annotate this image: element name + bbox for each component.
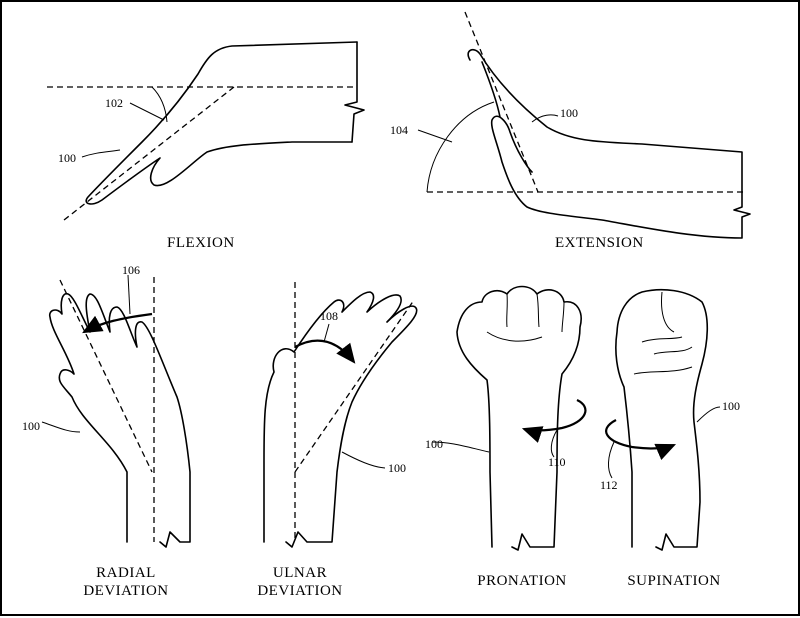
extension-figure: 104 100 EXTENSION <box>390 11 751 251</box>
flexion-figure: 102 100 FLEXION <box>47 41 365 251</box>
radial-deviation-figure: 106 100 RADIAL DEVIATION <box>22 263 191 599</box>
ref-100-flexion: 100 <box>58 151 76 165</box>
caption-radial-line1: RADIAL <box>96 565 156 581</box>
ref-100-extension: 100 <box>560 106 578 120</box>
ref-102: 102 <box>105 96 123 110</box>
ref-110: 110 <box>548 455 566 469</box>
ref-106: 106 <box>122 263 140 277</box>
ref-100-radial: 100 <box>22 419 40 433</box>
ulnar-deviation-figure: 108 100 ULNAR DEVIATION <box>257 282 418 599</box>
radial-hand <box>48 292 191 548</box>
ref-100-pronation: 100 <box>425 437 443 451</box>
ref-100-supination: 100 <box>722 399 740 413</box>
pronation-fist <box>456 285 582 551</box>
caption-ulnar-line1: ULNAR <box>273 565 327 581</box>
ref-112: 112 <box>600 478 618 492</box>
caption-supination: SUPINATION <box>627 573 720 589</box>
extension-hand <box>467 48 751 239</box>
ref-100-ulnar: 100 <box>388 461 406 475</box>
caption-extension: EXTENSION <box>555 235 644 251</box>
caption-ulnar-line2: DEVIATION <box>257 583 342 599</box>
caption-pronation: PRONATION <box>477 573 567 589</box>
supination-figure: 112 100 SUPINATION <box>600 288 740 589</box>
caption-radial-line2: DEVIATION <box>83 583 168 599</box>
pronation-figure: 110 100 PRONATION <box>425 285 587 589</box>
caption-flexion: FLEXION <box>167 235 235 251</box>
ref-104: 104 <box>390 123 408 137</box>
ulnar-hand <box>263 291 418 548</box>
flexion-hand <box>85 41 358 205</box>
supination-fist <box>615 288 709 551</box>
ref-108: 108 <box>320 309 338 323</box>
